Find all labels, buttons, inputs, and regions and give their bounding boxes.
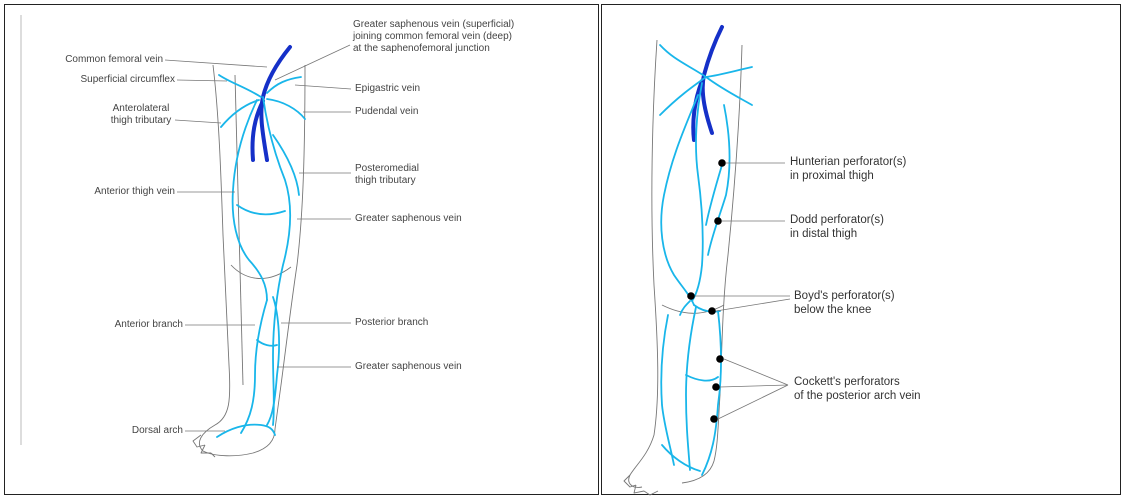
leader-common-femoral [165,60,267,67]
thigh-connector-path [237,205,285,214]
label-gsv-saphenofemoral-junction: Greater saphenous vein (superficial) joi… [353,19,593,55]
calf-connector [686,375,718,381]
perforator-leg-diagram [602,5,1122,496]
boyd-perforator-dot-1 [687,292,695,300]
label-boyd-perforators: Boyd's perforator(s) below the knee [794,289,994,317]
cockett-perforator-dot-2 [712,383,720,391]
superficial-circumflex-path [219,75,261,97]
leader-superficial-circumflex [177,80,227,81]
leader-anterolateral [175,120,221,123]
leader-boyd-2 [716,299,790,311]
label-epigastric-vein: Epigastric vein [355,83,555,95]
posterior-arch-vein [702,311,721,475]
label-anterolateral-thigh-tributary: Anterolateral thigh tributary [101,103,181,127]
leader-cockett-1 [724,359,788,385]
label-hunterian-perforators: Hunterian perforator(s) in proximal thig… [790,155,990,183]
label-posterior-branch: Posterior branch [355,317,555,329]
anterior-branch-path [241,300,267,433]
dodd-perforator-dot [714,217,722,225]
label-anterior-thigh-vein: Anterior thigh vein [25,186,175,198]
label-greater-saphenous-vein-upper: Greater saphenous vein [355,213,555,225]
label-greater-saphenous-vein-lower: Greater saphenous vein [355,361,555,373]
dorsal-arch-path [217,425,275,437]
label-common-femoral-vein: Common femoral vein [25,54,163,66]
label-posteromedial-thigh-tributary: Posteromedial thigh tributary [355,163,555,187]
leader-cockett-2 [720,385,788,387]
leader-cockett-3 [718,385,788,419]
label-pudendal-vein: Pudendal vein [355,106,555,118]
leader-epigastric [295,85,351,89]
leg-outline-medial [629,40,658,487]
label-dorsal-arch: Dorsal arch [25,425,183,437]
leg-outline [199,65,305,456]
label-anterior-branch: Anterior branch [25,319,183,331]
pudendal-path [267,99,305,119]
left-panel-anterior-leg: Common femoral vein Superficial circumfl… [4,4,599,495]
label-dodd-perforators: Dodd perforator(s) in distal thigh [790,213,990,241]
cockett-perforator-dot-1 [716,355,724,363]
label-superficial-circumflex: Superficial circumflex [25,74,175,86]
greater-saphenous-vein-calf [686,307,696,470]
label-cockett-perforators: Cockett's perforators of the posterior a… [794,375,1014,403]
foot-toes [193,435,215,457]
hunterian-perforator-dot [718,159,726,167]
cockett-perforator-dot-3 [710,415,718,423]
calf-branch [661,315,674,465]
right-panel-perforators: Hunterian perforator(s) in proximal thig… [601,4,1121,495]
deep-femoral-vein [703,27,722,133]
ankle-veins [662,445,700,471]
boyd-perforator-dot-2 [708,307,716,315]
